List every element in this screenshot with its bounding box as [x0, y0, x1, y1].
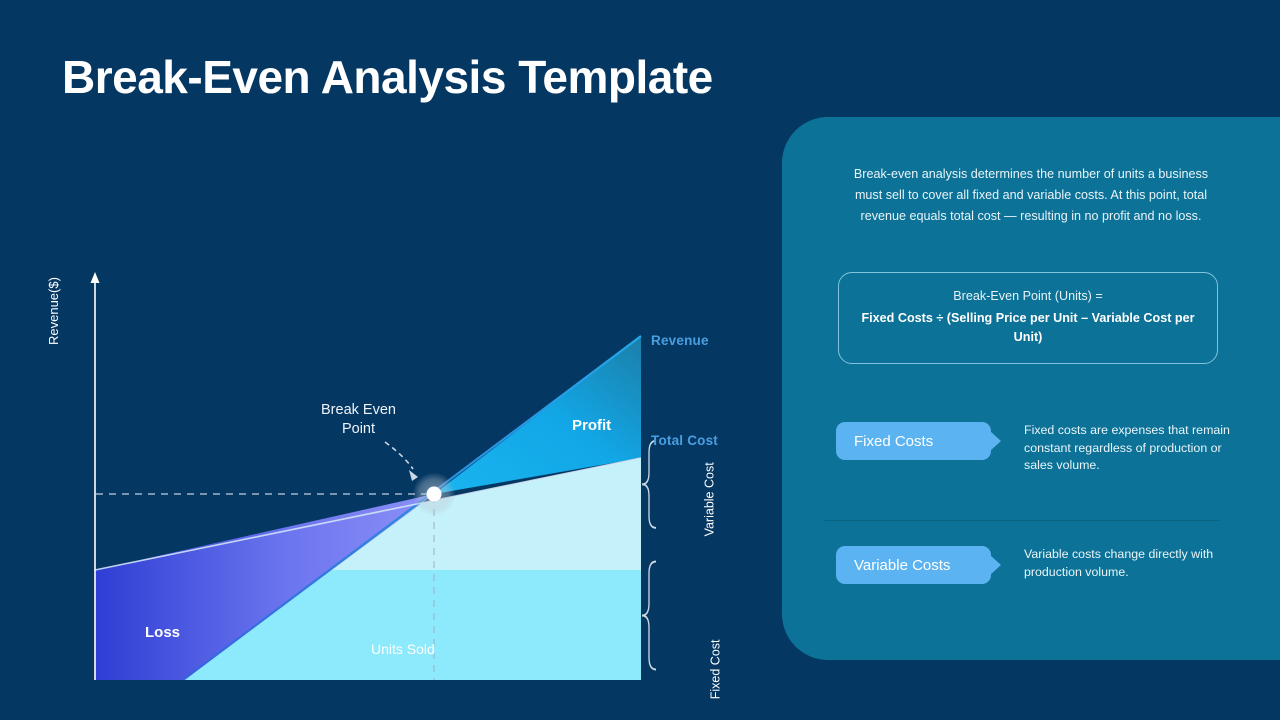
chart-y-axis-label: Revenue($) — [46, 277, 61, 345]
formula-title: Break-Even Point (Units) = — [953, 289, 1103, 303]
chart-label-profit: Profit — [572, 417, 612, 434]
loss-region — [95, 494, 434, 680]
cost-item-variable-costs: Variable Costs Variable costs change dir… — [836, 546, 1236, 584]
fixed-costs-pill-wrap: Fixed Costs — [836, 422, 1001, 460]
break-even-point-marker[interactable] — [426, 486, 442, 502]
chart-label-revenue: Revenue — [651, 333, 709, 348]
chart-svg — [90, 272, 657, 680]
chart-label-total-cost: Total Cost — [651, 433, 718, 448]
break-even-chart: Revenue Total Cost Profit Loss Break Eve… — [0, 120, 780, 699]
variable-costs-pill-wrap: Variable Costs — [836, 546, 1001, 584]
variable-costs-pill[interactable]: Variable Costs — [836, 546, 1001, 584]
formula-box: Break-Even Point (Units) = Fixed Costs ÷… — [838, 272, 1218, 364]
cost-item-fixed-costs: Fixed Costs Fixed costs are expenses tha… — [836, 422, 1236, 475]
panel-divider — [824, 520, 1220, 521]
y-axis-arrow-icon — [90, 272, 100, 283]
fixed-costs-pill[interactable]: Fixed Costs — [836, 422, 1001, 460]
chart-label-break-even-point: Break Even Point — [321, 402, 396, 437]
chart-label-loss: Loss — [145, 624, 181, 641]
chart-x-axis-label: Units Sold — [371, 641, 435, 657]
break-even-arrow-head-icon — [409, 470, 418, 481]
chart-label-fixed-cost: Fixed Cost — [708, 639, 723, 700]
fixed-costs-description: Fixed costs are expenses that remain con… — [1024, 423, 1230, 473]
page-title: Break-Even Analysis Template — [62, 51, 713, 103]
break-even-annotation-arrow — [384, 441, 414, 470]
info-panel: Break-even analysis determines the numbe… — [782, 117, 1280, 660]
revenue-line — [181, 335, 642, 680]
fixed-cost-bracket — [641, 560, 657, 671]
variable-costs-description: Variable costs change directly with prod… — [1024, 547, 1214, 579]
variable-cost-bracket — [641, 439, 657, 529]
total-cost-line — [94, 457, 642, 571]
panel-description: Break-even analysis determines the numbe… — [853, 167, 1209, 224]
formula-body: Fixed Costs ÷ (Selling Price per Unit – … — [861, 310, 1195, 345]
chart-label-variable-cost: Variable Cost — [702, 462, 717, 537]
